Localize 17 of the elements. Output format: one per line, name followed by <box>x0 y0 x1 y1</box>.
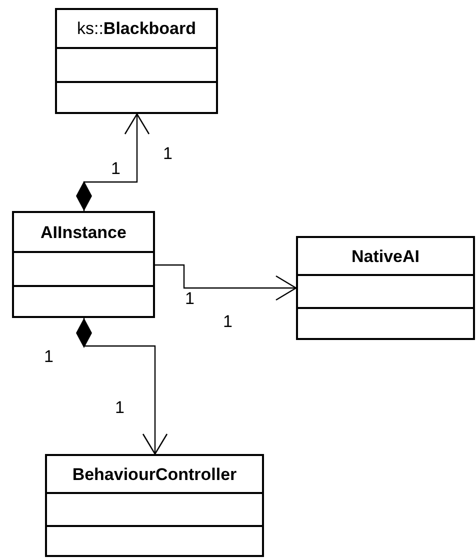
multiplicity-label: 1 <box>185 290 194 307</box>
class-box <box>12 211 155 318</box>
class-box <box>55 8 218 114</box>
association-arrow <box>76 113 150 211</box>
multiplicity-label: 1 <box>223 313 232 330</box>
class-box <box>296 236 475 340</box>
class-box <box>45 454 264 557</box>
association-arrow <box>76 318 168 455</box>
multiplicity-label: 1 <box>115 399 124 416</box>
class-name: NativeAI <box>351 248 420 264</box>
association-arrow <box>155 264 297 301</box>
class-name: AIInstance <box>40 224 126 240</box>
class-name: ks::Blackboard <box>76 20 196 37</box>
class-name: BehaviourController <box>72 466 237 482</box>
multiplicity-label: 1 <box>111 160 120 177</box>
multiplicity-label: 1 <box>163 145 172 162</box>
multiplicity-label: 1 <box>44 348 54 365</box>
